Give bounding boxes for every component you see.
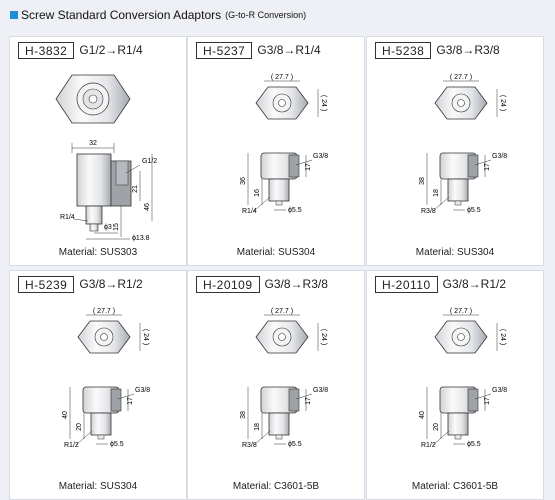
header-square-icon [10,11,18,19]
svg-text:17: 17 [305,397,312,405]
product-title: H-20110 G3/8→R1/2 [375,275,506,293]
product-code: H-20109 [196,275,260,293]
conversion-label: G1/2→R1/4 [79,43,143,57]
conversion-label: G3/8→R1/2 [442,277,507,291]
product-title: H-5237 G3/8→R1/4 [196,41,321,59]
section-subtitle: (G-to-R Conversion) [225,10,307,20]
conversion-label: G3/8→R3/8 [264,277,328,291]
conversion-label: G3/8→R1/4 [257,43,321,57]
material-text: Material: SUS304 [415,247,495,258]
material-text: Material: C3601-5B [411,481,499,492]
svg-text:20: 20 [76,423,83,431]
svg-text:R3/8: R3/8 [242,442,257,449]
svg-text:ϕ5.5: ϕ5.5 [110,441,124,448]
product-code: H-5237 [196,41,253,59]
material-text: Material: SUS304 [236,247,316,258]
svg-text:17: 17 [484,397,491,405]
svg-text:( 27.7 ): ( 27.7 ) [450,74,472,81]
svg-text:R1/4: R1/4 [60,214,75,221]
svg-text:( 27.7 ): ( 27.7 ) [450,308,472,315]
svg-text:( 24 ): ( 24 ) [499,95,506,111]
product-title: H-5238 G3/8→R3/8 [375,41,500,59]
material-text: Material: SUS304 [58,481,138,492]
product-title: H-5239 G3/8→R1/2 [18,275,143,293]
svg-text:R1/2: R1/2 [421,442,436,449]
svg-text:( 24 ): ( 24 ) [142,329,149,345]
material-text: Material: C3601-5B [232,481,320,492]
svg-text:( 27.7 ): ( 27.7 ) [271,74,293,81]
product-title: H-3832 G1/2→R1/4 [18,41,143,59]
svg-text:21: 21 [132,185,139,193]
product-panel-h3832: H-3832 G1/2→R1/4 32 21 46 15 G1/ [9,36,187,266]
svg-text:18: 18 [254,423,261,431]
svg-text:( 27.7 ): ( 27.7 ) [93,308,115,315]
svg-text:ϕ3: ϕ3 [104,224,112,231]
product-code: H-20110 [375,275,438,293]
svg-text:18: 18 [433,189,440,197]
svg-text:40: 40 [419,411,426,419]
svg-text:ϕ5.5: ϕ5.5 [288,441,302,448]
svg-text:R3/8: R3/8 [421,208,436,215]
svg-text:40: 40 [62,411,69,419]
svg-text:G3/8: G3/8 [135,387,150,394]
product-title: H-20109 G3/8→R3/8 [196,275,328,293]
section-title: Screw Standard Conversion Adaptors [21,8,222,22]
svg-text:G3/8: G3/8 [313,387,328,394]
svg-text:ϕ13.8: ϕ13.8 [132,235,150,242]
svg-text:ϕ5.5: ϕ5.5 [467,207,481,214]
conversion-label: G3/8→R3/8 [436,43,500,57]
svg-text:( 27.7 ): ( 27.7 ) [271,308,293,315]
svg-text:ϕ5.5: ϕ5.5 [288,207,302,214]
material-text: Material: SUS303 [58,247,138,258]
conversion-label: G3/8→R1/2 [79,277,143,291]
svg-text:( 24 ): ( 24 ) [320,95,327,111]
svg-text:R1/4: R1/4 [242,208,257,215]
svg-text:G3/8: G3/8 [313,153,328,160]
svg-text:R1/2: R1/2 [64,442,79,449]
svg-text:( 24 ): ( 24 ) [320,329,327,345]
svg-text:32: 32 [89,140,97,147]
svg-text:ϕ5.5: ϕ5.5 [467,441,481,448]
product-code: H-3832 [18,41,75,59]
svg-text:38: 38 [419,177,426,185]
svg-text:17: 17 [127,397,134,405]
svg-text:46: 46 [144,203,151,211]
product-code: H-5239 [18,275,75,293]
svg-text:36: 36 [240,177,247,185]
svg-text:G1/2: G1/2 [142,158,157,165]
svg-text:G3/8: G3/8 [492,387,507,394]
svg-text:20: 20 [433,423,440,431]
svg-text:( 24 ): ( 24 ) [499,329,506,345]
section-header: Screw Standard Conversion Adaptors (G-to… [10,6,306,24]
svg-text:17: 17 [484,163,491,171]
svg-text:16: 16 [254,189,261,197]
svg-text:15: 15 [113,223,120,231]
adaptor-drawing: 32 21 46 15 G1/2 R1/4 ϕ3 ϕ13.8 [55,74,157,242]
svg-text:G3/8: G3/8 [492,153,507,160]
svg-text:17: 17 [305,163,312,171]
product-code: H-5238 [375,41,432,59]
svg-text:38: 38 [240,411,247,419]
